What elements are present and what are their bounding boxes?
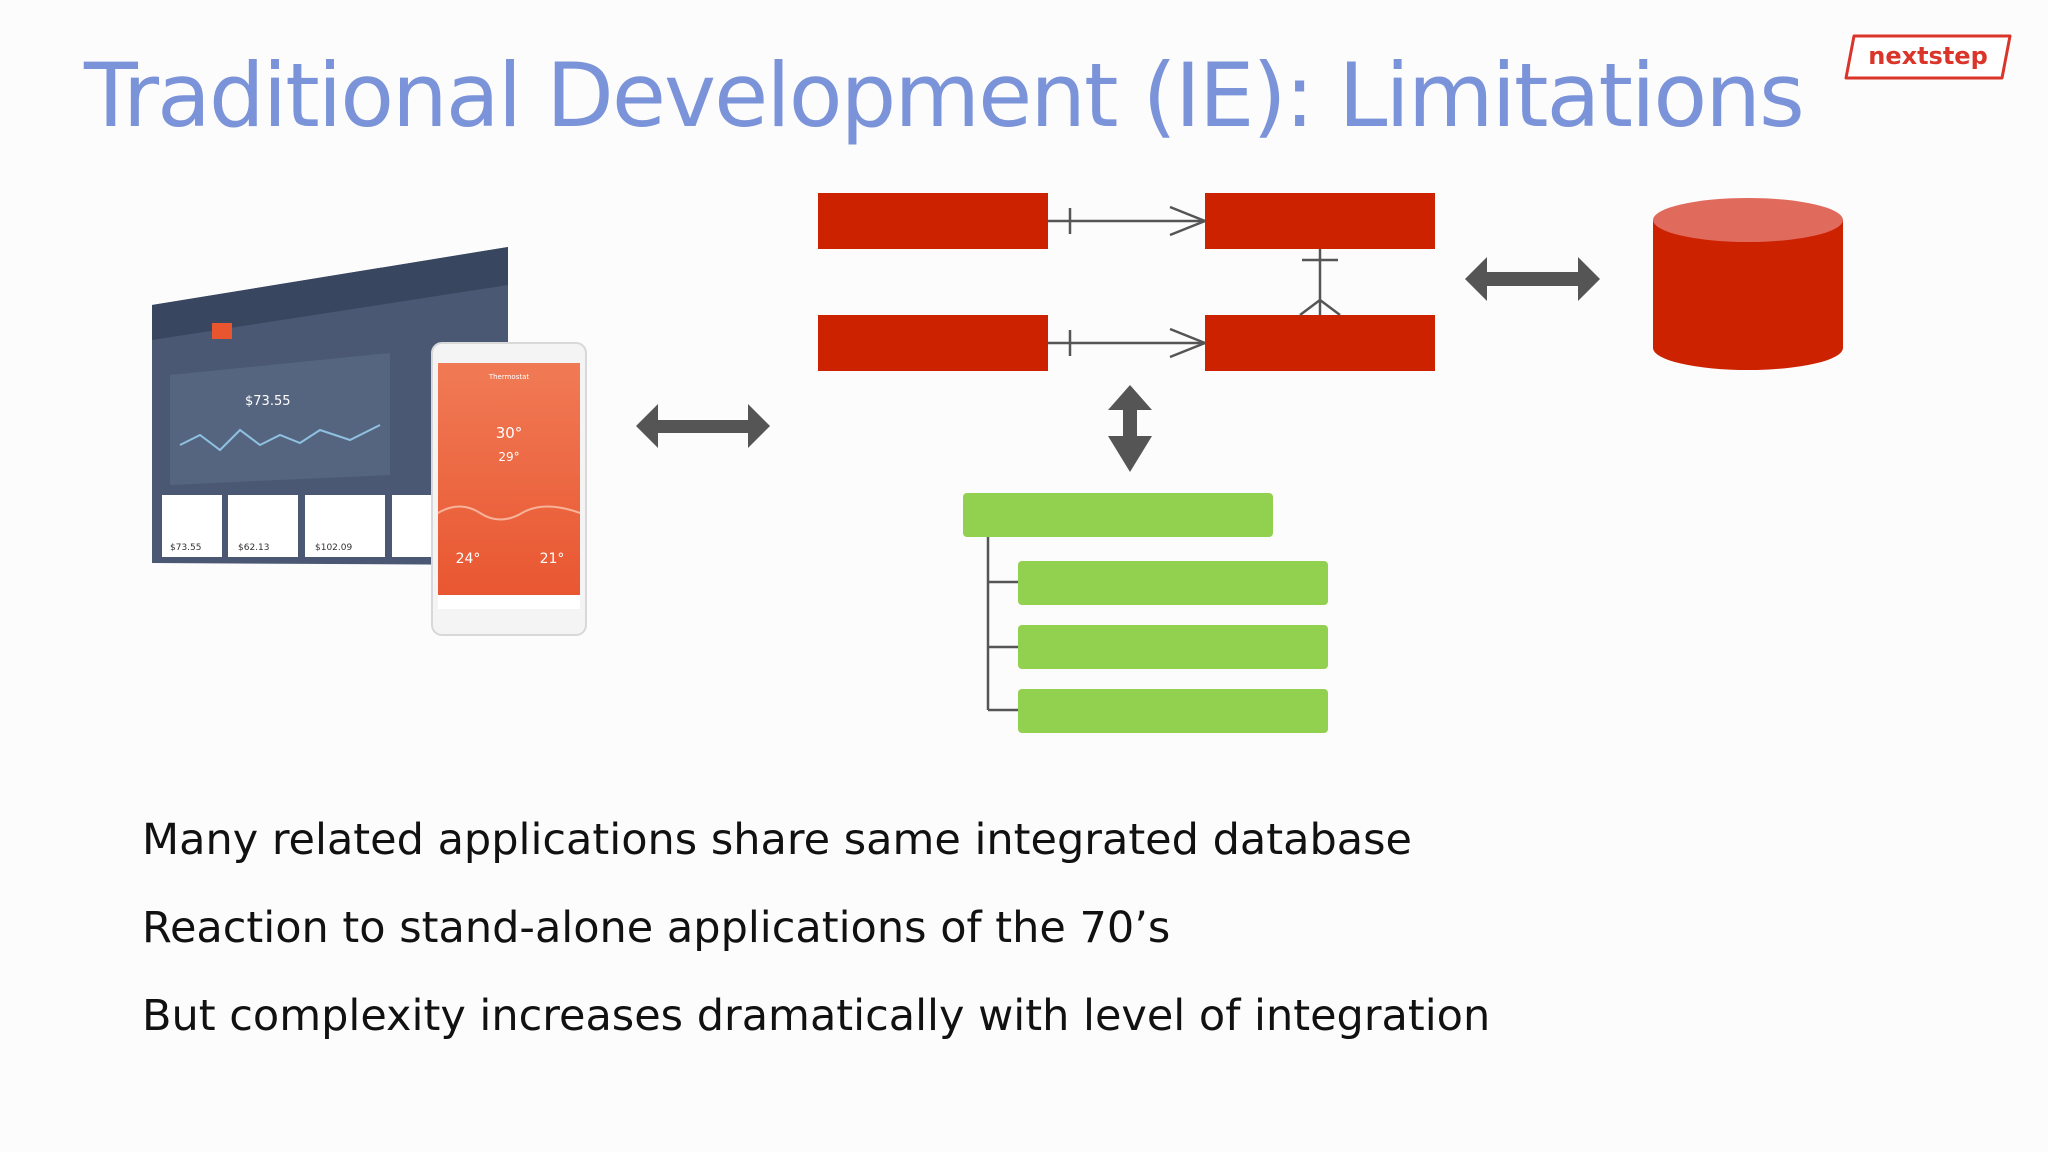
bullet-item: Many related applications share same int… xyxy=(142,815,1412,865)
logo-text: nextstep xyxy=(1868,42,1988,70)
arrow-app-to-entities xyxy=(636,404,770,448)
svg-text:30°: 30° xyxy=(496,424,523,442)
tree-connector xyxy=(986,537,1018,712)
bullet-list: Many related applications share same int… xyxy=(142,796,1490,1060)
entity-bottom-left xyxy=(818,315,1048,371)
tree-child xyxy=(1018,625,1328,669)
entity-top-right xyxy=(1205,193,1435,249)
tree-child xyxy=(1018,561,1328,605)
database-icon xyxy=(1653,198,1843,370)
svg-text:$73.55: $73.55 xyxy=(170,543,202,553)
arrow-entities-to-database xyxy=(1465,257,1600,301)
nextstep-logo: nextstep xyxy=(1844,34,2012,80)
bullet-item: Reaction to stand-alone applications of … xyxy=(142,903,1171,953)
dashboard-screen: $73.55 $73.55 $62.13 $102.09 xyxy=(152,247,508,565)
entity-top-left xyxy=(818,193,1048,249)
svg-text:21°: 21° xyxy=(540,551,565,567)
relationship-vertical xyxy=(1299,249,1341,316)
hierarchy-tree xyxy=(963,493,1328,733)
tree-child xyxy=(1018,689,1328,733)
svg-text:$73.55: $73.55 xyxy=(245,394,291,409)
tree-root xyxy=(963,493,1273,537)
app-mockup: $73.55 $73.55 $62.13 $102.09 Thermostat … xyxy=(152,247,587,636)
svg-text:$62.13: $62.13 xyxy=(238,543,270,553)
svg-text:24°: 24° xyxy=(456,551,481,567)
entity-bottom-right xyxy=(1205,315,1435,371)
bullet-item: But complexity increases dramatically wi… xyxy=(142,991,1491,1041)
svg-text:Thermostat: Thermostat xyxy=(488,373,530,381)
svg-text:$102.09: $102.09 xyxy=(315,543,352,553)
relationship-top xyxy=(1048,205,1206,237)
arrow-entities-to-tree xyxy=(1108,385,1152,472)
slide-title: Traditional Development (IE): Limitation… xyxy=(84,44,1805,147)
svg-text:29°: 29° xyxy=(498,450,519,464)
relationship-bottom xyxy=(1048,327,1206,359)
phone-screen: Thermostat 30° 29° 24° 21° xyxy=(431,342,587,636)
